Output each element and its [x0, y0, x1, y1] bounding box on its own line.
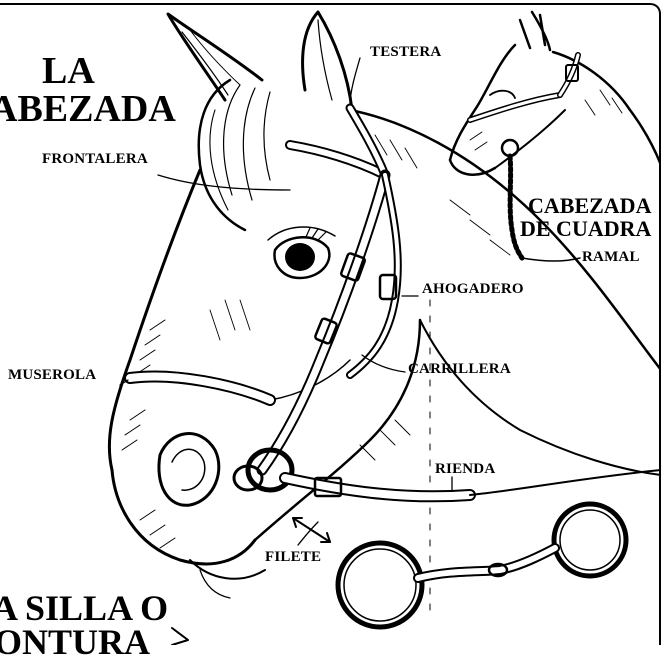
- inset-title-line-1: CABEZADA: [528, 193, 652, 218]
- filete-arrow: [292, 517, 331, 543]
- snaffle-bit-drawing: [335, 501, 629, 630]
- leader-lines: [119, 57, 453, 546]
- label-testera: TESTERA: [370, 44, 442, 60]
- label-ahogadero: AHOGADERO: [422, 281, 524, 297]
- horse-bridle-illustration: [0, 3, 661, 645]
- title-line-2: ABEZADA: [0, 88, 176, 130]
- title-line-1: LA: [42, 50, 95, 92]
- bottom-title-line-2: ONTURA: [0, 622, 151, 662]
- inset-title-line-2: DE CUADRA: [520, 216, 652, 241]
- diagram-canvas: LA ABEZADA CABEZADA DE CUADRA A SILLA O …: [0, 3, 661, 660]
- inset-horse-halter-drawing: [448, 10, 661, 262]
- saddle-pointer-icon: [171, 627, 189, 645]
- label-rienda: RIENDA: [435, 461, 496, 477]
- bottom-title-line-1: A SILLA O: [0, 588, 169, 628]
- label-ramal: RAMAL: [582, 249, 640, 265]
- label-carrillera: CARRILLERA: [408, 361, 511, 377]
- label-muserola: MUSEROLA: [8, 367, 97, 383]
- label-frontalera: FRONTALERA: [42, 151, 148, 167]
- label-filete: FILETE: [265, 549, 322, 565]
- bridle-drawing: [124, 103, 661, 503]
- horse-head-drawing: [107, 10, 661, 621]
